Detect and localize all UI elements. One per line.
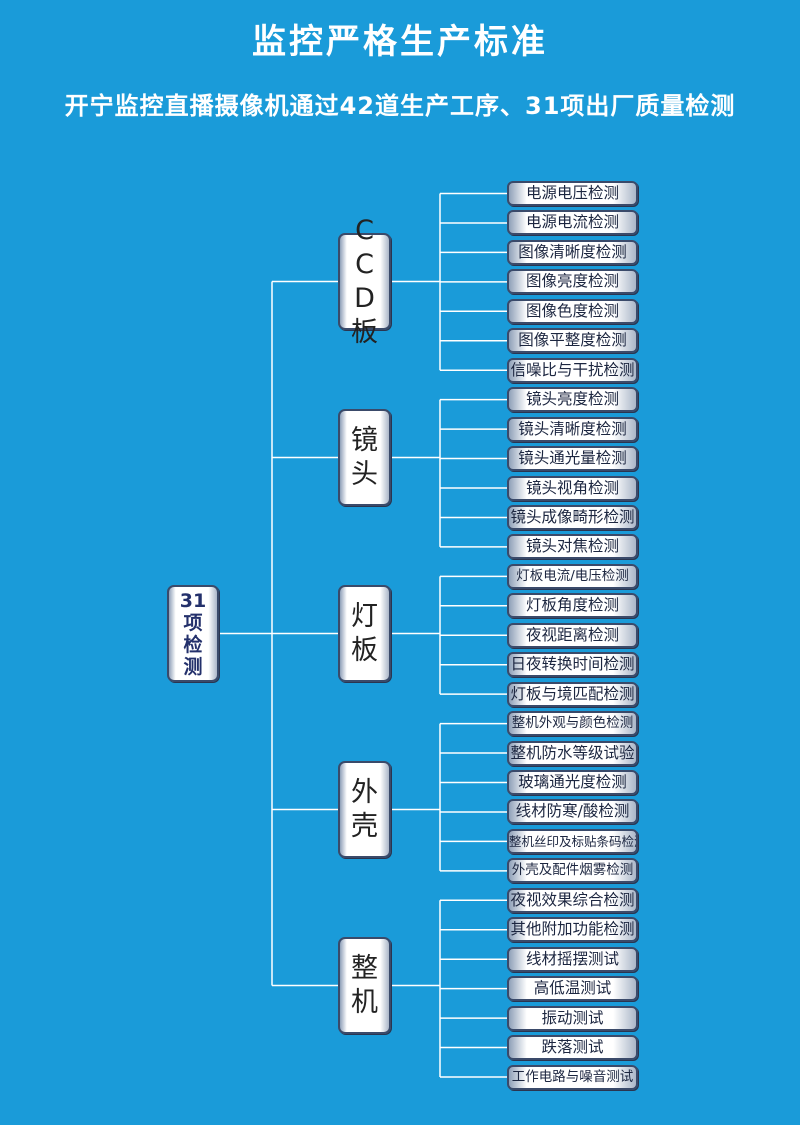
test-item: 线材防寒/酸检测 [507,799,638,825]
test-item: 镜头清晰度检测 [507,416,638,442]
root-label-line: 31 [179,589,207,612]
test-item: 夜视距离检测 [507,622,638,648]
category-node: 镜头 [338,409,391,506]
category-label-line: 镜 [351,424,378,456]
category-label-line: 整 [351,952,378,984]
test-item: 整机丝印及标贴条码检测 [507,828,638,854]
test-item: 日夜转换时间检测 [507,652,638,678]
test-item: 电源电流检测 [507,210,638,236]
root-label-line: 项 [183,611,203,634]
test-item: 外壳及配件烟雾检测 [507,858,638,884]
test-item: 跌落测试 [507,1035,638,1061]
test-item: 图像平整度检测 [507,328,638,354]
page-title: 监控严格生产标准 [252,22,548,62]
test-item: 镜头亮度检测 [507,387,638,413]
category-label-line: 头 [351,458,378,490]
test-item: 信噪比与干扰检测 [507,357,638,383]
test-item: 夜视效果综合检测 [507,887,638,913]
category-label-line: 板 [351,316,378,348]
category-label-line: D [354,282,375,314]
test-item: 图像清晰度检测 [507,239,638,265]
test-item: 线材摇摆测试 [507,946,638,972]
test-item: 高低温测试 [507,976,638,1002]
root-label-line: 测 [183,655,203,678]
test-item: 灯板角度检测 [507,593,638,619]
test-item: 振动测试 [507,1005,638,1031]
category-label-line: 机 [351,986,378,1018]
test-item: 工作电路与噪音测试 [507,1064,638,1090]
category-node: 整机 [338,937,391,1034]
category-label-line: C [355,248,374,280]
test-item: 灯板电流/电压检测 [507,563,638,589]
page-subtitle: 开宁监控直播摄像机通过42道生产工序、31项出厂质量检测 [64,92,736,120]
test-item: 镜头成像畸形检测 [507,504,638,530]
test-item: 镜头通光量检测 [507,446,638,472]
test-item: 灯板与境匹配检测 [507,681,638,707]
category-label-line: 灯 [351,600,378,632]
category-label-line: C [355,214,374,246]
test-item: 玻璃通光度检测 [507,770,638,795]
category-label-line: 板 [351,634,378,666]
test-item: 电源电压检测 [507,181,638,206]
test-item: 图像亮度检测 [507,269,638,295]
test-item: 整机外观与颜色检测 [507,711,638,737]
category-label-line: 外 [351,776,378,808]
category-node: 灯板 [338,585,391,682]
test-item: 镜头对焦检测 [507,534,638,560]
category-node: 外壳 [338,761,391,858]
test-item: 整机防水等级试验 [507,740,638,766]
test-item: 图像色度检测 [507,298,638,324]
category-label-line: 壳 [351,810,378,842]
root-label-line: 检 [183,633,203,656]
test-item: 镜头视角检测 [507,475,638,501]
test-item: 其他附加功能检测 [507,917,638,943]
